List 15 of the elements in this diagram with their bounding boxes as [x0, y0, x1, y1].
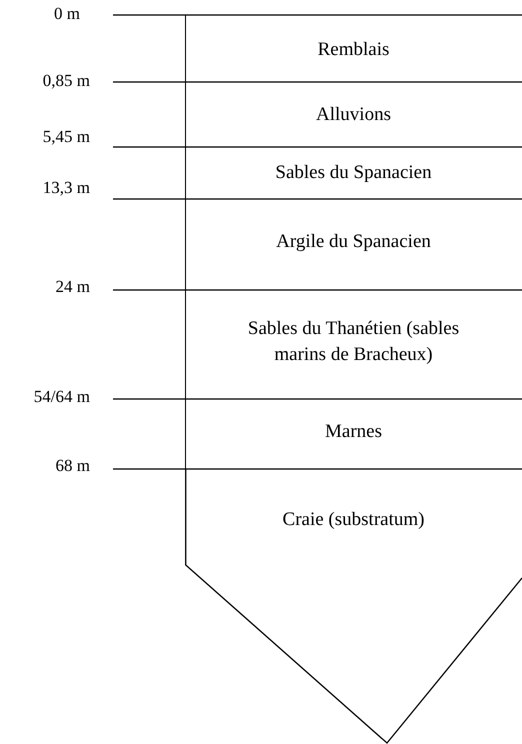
layer-name: Sables du Spanacien: [275, 161, 432, 185]
depth-label: 68 m: [56, 455, 90, 477]
layer-name: Alluvions: [316, 103, 391, 127]
depth-label: 5,45 m: [42, 126, 90, 148]
depth-label: 13,3 m: [42, 177, 90, 199]
layer-name: Remblais: [318, 38, 390, 62]
depth-label: 54/64 m: [34, 386, 90, 408]
layer-name: Marnes: [325, 420, 382, 444]
layer-name: Sables du Thanétien (sables marins de Bracheux): [246, 317, 460, 367]
depth-label: 0,85 m: [42, 70, 90, 92]
bedrock-layer: [185, 469, 522, 744]
depth-label: 24 m: [56, 276, 90, 298]
depth-label: 0 m: [54, 3, 80, 25]
layer-name: Argile du Spanacien: [276, 230, 431, 254]
layer-name: Craie (substratum): [282, 508, 424, 532]
